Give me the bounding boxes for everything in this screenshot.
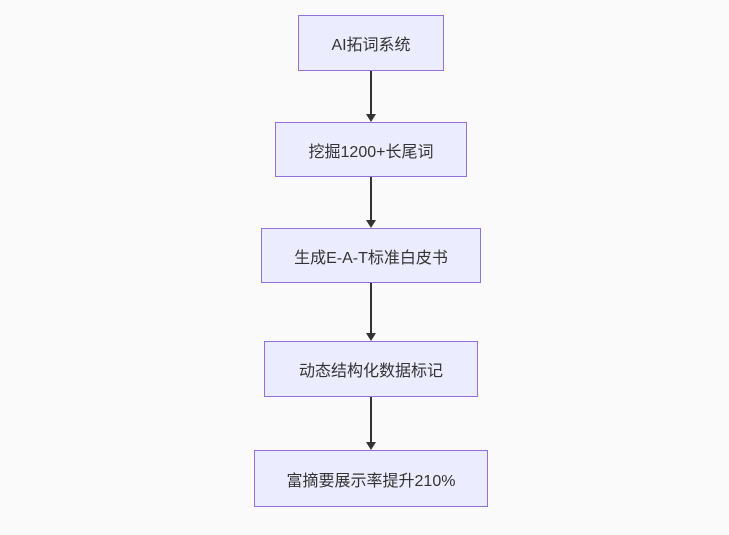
node-label: 生成E-A-T标准白皮书 [294, 249, 448, 267]
arrow-down-icon [366, 283, 376, 341]
arrow-line [370, 71, 372, 114]
flowchart-node-longtail-keywords: 挖掘1200+长尾词 [275, 122, 467, 177]
flowchart-node-eat-whitepaper: 生成E-A-T标准白皮书 [261, 228, 481, 283]
arrow-line [370, 397, 372, 442]
arrow-down-icon [366, 71, 376, 122]
node-label: AI拓词系统 [331, 37, 411, 54]
node-label: 动态结构化数据标记 [298, 363, 443, 380]
arrowhead-icon [366, 442, 376, 450]
arrowhead-icon [366, 114, 376, 122]
node-label: 挖掘1200+长尾词 [308, 143, 434, 161]
arrow-down-icon [366, 177, 376, 228]
flowchart-node-structured-data-markup: 动态结构化数据标记 [264, 341, 478, 397]
flowchart-node-rich-snippet-rate: 富摘要展示率提升210% [254, 450, 488, 507]
arrowhead-icon [366, 220, 376, 228]
arrow-down-icon [366, 397, 376, 450]
arrow-line [370, 283, 372, 333]
arrow-line [370, 177, 372, 220]
flowchart-node-ai-keyword-system: AI拓词系统 [298, 15, 444, 71]
node-label: 富摘要展示率提升210% [286, 472, 456, 490]
arrowhead-icon [366, 333, 376, 341]
